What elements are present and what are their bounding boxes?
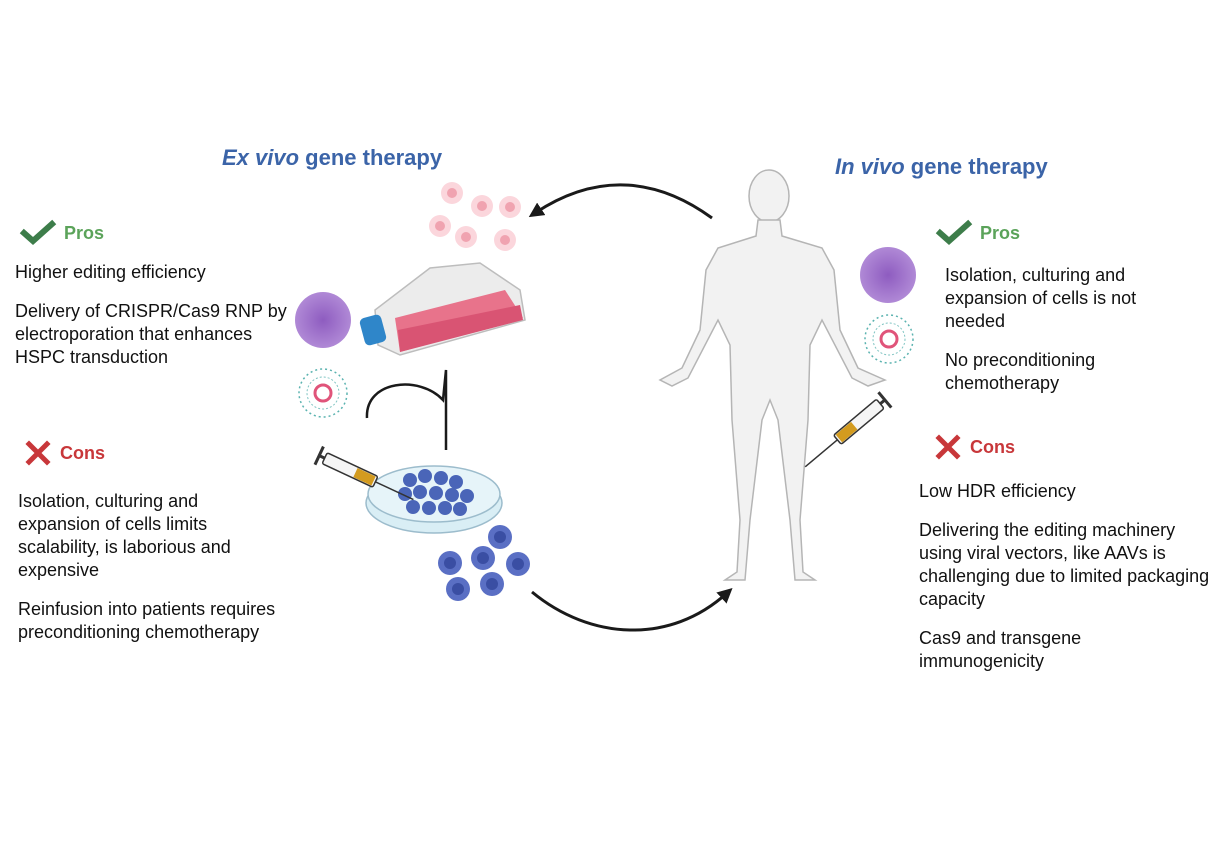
ex-vivo-cons-list: Isolation, culturing and expansion of ce… — [18, 490, 318, 644]
x-mark-icon — [935, 434, 961, 460]
viral-capsid-icon — [295, 292, 351, 348]
in-vivo-pros-item: Isolation, culturing and expansion of ce… — [945, 265, 1137, 331]
blue-cells-icon — [438, 525, 530, 601]
checkmark-icon — [19, 219, 57, 246]
in-vivo-cons-item: Low HDR efficiency — [919, 481, 1076, 501]
syringe-icon — [313, 445, 414, 501]
syringe-icon — [804, 391, 893, 468]
in-vivo-pros-label: Pros — [980, 222, 1021, 243]
viral-capsid-icon — [860, 247, 916, 303]
ex-vivo-cons-item: Reinfusion into patients requires precon… — [18, 599, 276, 642]
ex-vivo-pros-heading: Pros — [19, 219, 105, 246]
in-vivo-pros-heading: Pros — [935, 219, 1021, 246]
in-vivo-pros-list: Isolation, culturing and expansion of ce… — [945, 264, 1175, 395]
in-vivo-cons-heading: Cons — [935, 434, 1015, 460]
ex-vivo-pros-label: Pros — [64, 222, 105, 243]
arrow-to-patient — [531, 587, 733, 632]
in-vivo-pros-item: No preconditioning chemotherapy — [945, 350, 1096, 393]
human-body-icon — [658, 169, 888, 581]
connector-line — [365, 369, 448, 450]
lipid-nanoparticle-icon — [864, 314, 914, 364]
ex-vivo-pros-list: Higher editing efficiency Delivery of CR… — [15, 261, 305, 369]
in-vivo-cons-item: Delivering the editing machinery using v… — [919, 520, 1210, 609]
x-mark-icon — [25, 440, 51, 466]
ex-vivo-title-italic: Ex vivo — [222, 145, 300, 170]
ex-vivo-cons-heading: Cons — [25, 440, 105, 466]
ex-vivo-title-rest: gene therapy — [299, 145, 443, 170]
in-vivo-title-italic: In vivo — [835, 154, 905, 179]
in-vivo-cons-list: Low HDR efficiency Delivering the editin… — [919, 480, 1219, 673]
pink-cells-icon — [429, 182, 521, 251]
arrow-to-ex-vivo — [528, 183, 713, 220]
checkmark-icon — [935, 219, 973, 246]
petri-dish-icon — [365, 465, 503, 534]
in-vivo-title: In vivo gene therapy — [835, 154, 1048, 180]
in-vivo-title-rest: gene therapy — [904, 154, 1048, 179]
in-vivo-cons-item: Cas9 and transgene immunogenicity — [919, 628, 1082, 671]
in-vivo-cons-label: Cons — [970, 436, 1015, 457]
ex-vivo-cons-item: Isolation, culturing and expansion of ce… — [18, 491, 231, 580]
lipid-nanoparticle-icon — [298, 368, 348, 418]
ex-vivo-cons-label: Cons — [60, 442, 105, 463]
ex-vivo-title: Ex vivo gene therapy — [222, 145, 442, 171]
culture-flask-icon — [359, 262, 526, 356]
ex-vivo-pros-item: Delivery of CRISPR/Cas9 RNP by electropo… — [15, 301, 287, 367]
ex-vivo-pros-item: Higher editing efficiency — [15, 262, 206, 282]
